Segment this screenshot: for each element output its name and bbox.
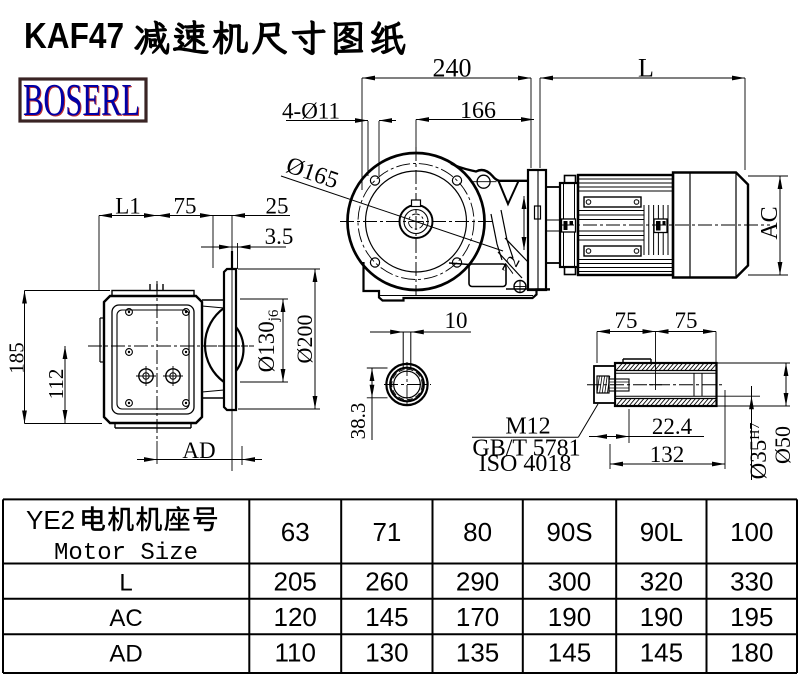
- svg-text:Ø50: Ø50: [770, 426, 795, 464]
- svg-text:AD: AD: [109, 641, 142, 668]
- svg-text:L: L: [638, 54, 654, 83]
- svg-text:112: 112: [44, 369, 68, 400]
- svg-text:145: 145: [640, 638, 683, 668]
- svg-text:145: 145: [548, 638, 591, 668]
- svg-text:300: 300: [548, 567, 591, 597]
- svg-text:195: 195: [730, 602, 773, 632]
- svg-text:4-Ø11: 4-Ø11: [282, 99, 340, 124]
- svg-text:135: 135: [456, 638, 499, 668]
- svg-text:BOSERL: BOSERL: [23, 75, 140, 125]
- svg-text:120: 120: [274, 602, 317, 632]
- svg-text:80: 80: [463, 517, 492, 547]
- svg-text:Motor Size: Motor Size: [54, 540, 198, 567]
- svg-text:90L: 90L: [640, 517, 683, 547]
- svg-text:3.5: 3.5: [265, 224, 294, 249]
- svg-text:AD: AD: [182, 438, 215, 463]
- svg-text:75: 75: [174, 194, 197, 219]
- svg-text:YE2: YE2: [26, 505, 75, 535]
- svg-text:145: 145: [365, 602, 408, 632]
- svg-text:205: 205: [274, 567, 317, 597]
- svg-text:110: 110: [274, 638, 315, 668]
- svg-text:Ø200: Ø200: [292, 315, 317, 364]
- svg-text:22.4: 22.4: [652, 414, 693, 439]
- svg-text:166: 166: [460, 98, 496, 124]
- svg-text:190: 190: [640, 602, 683, 632]
- svg-text:185: 185: [5, 342, 29, 374]
- svg-text:GB/T 5781: GB/T 5781: [472, 436, 580, 462]
- svg-text:KAF47: KAF47: [24, 15, 124, 56]
- svg-text:38.3: 38.3: [346, 403, 370, 440]
- svg-text:190: 190: [548, 602, 591, 632]
- svg-text:290: 290: [456, 567, 499, 597]
- svg-text:L1: L1: [115, 194, 141, 219]
- svg-text:320: 320: [640, 567, 683, 597]
- svg-text:330: 330: [730, 567, 773, 597]
- svg-text:180: 180: [730, 638, 773, 668]
- svg-text:130: 130: [365, 638, 408, 668]
- svg-text:ISO 4018: ISO 4018: [479, 451, 572, 477]
- svg-text:75: 75: [615, 308, 638, 333]
- svg-text:75: 75: [675, 308, 698, 333]
- svg-text:AC: AC: [109, 605, 142, 632]
- svg-text:100: 100: [730, 517, 773, 547]
- svg-text:170: 170: [456, 602, 499, 632]
- svg-text:71: 71: [372, 517, 401, 547]
- svg-text:AC: AC: [757, 206, 783, 239]
- svg-text:Ø35H7: Ø35H7: [746, 423, 771, 480]
- svg-text:M12: M12: [505, 414, 550, 440]
- svg-text:63: 63: [281, 517, 310, 547]
- svg-text:L: L: [119, 570, 132, 597]
- svg-text:240: 240: [433, 54, 472, 83]
- svg-text:10: 10: [445, 308, 468, 333]
- svg-text:132: 132: [650, 442, 685, 467]
- svg-text:25: 25: [266, 194, 289, 219]
- svg-text:90S: 90S: [546, 517, 592, 547]
- svg-text:260: 260: [365, 567, 408, 597]
